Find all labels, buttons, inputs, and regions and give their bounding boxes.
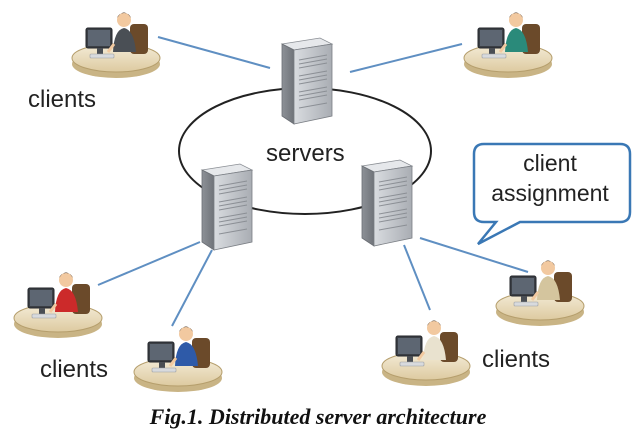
servers-label: servers	[266, 140, 345, 167]
callout-line-2: assignment	[491, 180, 609, 206]
callout-text: client assignment	[470, 148, 630, 208]
server-icon	[281, 37, 333, 125]
callout-bubble	[472, 142, 632, 246]
server-icon	[361, 159, 413, 247]
client-icon	[70, 11, 162, 80]
client-icon	[12, 271, 104, 340]
clients-label-bottom-right: clients	[482, 346, 551, 373]
clients-label-bottom-left: clients	[40, 356, 109, 383]
client-icon	[494, 259, 586, 328]
link-bottom-left-1	[97, 241, 201, 286]
link-top-right	[349, 43, 463, 73]
callout-line-1: client	[523, 150, 577, 176]
client-icon	[380, 319, 472, 388]
link-top-left	[157, 36, 271, 69]
clients-label-top-left: clients	[28, 86, 97, 113]
client-icon	[132, 325, 224, 394]
link-bottom-right-1	[403, 244, 431, 311]
server-icon	[201, 163, 253, 251]
link-bottom-left-2	[171, 249, 213, 327]
link-bottom-right-2	[419, 237, 529, 273]
figure-caption: Fig.1. Distributed server architecture	[149, 404, 487, 429]
client-icon	[462, 11, 554, 80]
network-links	[97, 36, 529, 327]
